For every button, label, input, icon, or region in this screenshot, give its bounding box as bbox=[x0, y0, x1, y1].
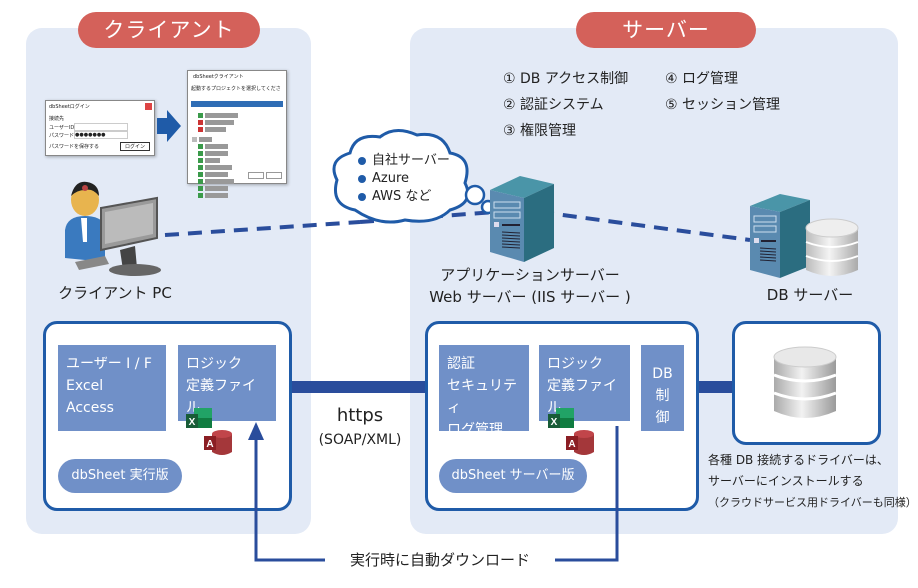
login-field-password: パスワード bbox=[49, 133, 75, 139]
ui-block-line: Access bbox=[66, 400, 114, 416]
driver-note-line: （クラウドサービス用ドライバーも同様） bbox=[708, 496, 917, 509]
close-icon bbox=[145, 103, 152, 110]
https-label: https bbox=[336, 405, 384, 426]
client-pc-label: クライアント PC bbox=[58, 284, 172, 302]
db-server-label: DB サーバー bbox=[766, 286, 854, 304]
logic-block-line: 定義ファイル bbox=[547, 378, 617, 416]
user-interface-block: ユーザー I / F Excel Access bbox=[58, 345, 166, 431]
logic-block-line: ロジック bbox=[547, 356, 603, 372]
app-server-label: アプリケーションサーバー Web サーバー (IIS サーバー ) bbox=[410, 264, 650, 308]
login-button: ログイン bbox=[119, 142, 150, 151]
server-logic-file-block: ロジック 定義ファイル bbox=[539, 345, 630, 421]
auth-block-line: セキュリティ bbox=[447, 378, 517, 416]
server-title: サーバー bbox=[576, 12, 756, 48]
excel-icon: X bbox=[189, 417, 196, 428]
login-save-checkbox: パスワードを保存する bbox=[49, 144, 100, 150]
login-password-input: ●●●●●●● bbox=[74, 131, 128, 139]
soap-xml-label: (SOAP/XML) bbox=[318, 432, 402, 448]
project-window-title: dbSheetクライアント bbox=[193, 74, 244, 80]
feature-db-access-control: ① DB アクセス制御 bbox=[503, 71, 629, 87]
dbsheet-server-pill: dbSheet サーバー版 bbox=[439, 459, 587, 493]
driver-note-line: 各種 DB 接続するドライバーは、 bbox=[708, 453, 889, 467]
login-field-user: ユーザーID bbox=[49, 125, 75, 131]
app-server-label-line1: アプリケーションサーバー bbox=[440, 266, 620, 284]
arrow-right-icon bbox=[157, 110, 181, 142]
project-close-button bbox=[266, 172, 282, 179]
auth-block-line: 認証 bbox=[447, 356, 475, 372]
project-window-screenshot: dbSheetクライアント 起動するプロジェクトを選択してください bbox=[187, 70, 287, 198]
db-control-block: DB 制御 bbox=[641, 345, 684, 431]
logic-block-line: ロジック bbox=[186, 356, 242, 372]
cloud-item-own-server: 自社サーバー bbox=[358, 152, 450, 170]
db-connector bbox=[697, 381, 733, 393]
driver-note-line: サーバーにインストールする bbox=[708, 474, 864, 488]
db-server-icon bbox=[750, 194, 859, 278]
auth-security-log-block: 認証 セキュリティ ログ管理 bbox=[439, 345, 529, 438]
excel-access-icons-client: X A bbox=[186, 408, 232, 455]
feature-auth-system: ② 認証システム bbox=[503, 97, 604, 113]
feature-permission-mgmt: ③ 権限管理 bbox=[503, 123, 577, 139]
app-server-label-line2: Web サーバー (IIS サーバー ) bbox=[429, 288, 631, 306]
app-server-icon bbox=[490, 176, 554, 262]
auto-download-label: 実行時に自動ダウンロード bbox=[349, 551, 530, 569]
driver-note: 各種 DB 接続するドライバーは、 サーバーにインストールする （クラウドサービ… bbox=[708, 450, 917, 513]
login-dialog-title: dbSheetログイン bbox=[49, 104, 90, 110]
project-ok-button bbox=[248, 172, 264, 179]
login-dialog-screenshot: dbSheetログイン 接続先 ユーザーID パスワード ●●●●●●● パスワ… bbox=[45, 100, 155, 156]
arrow-up-icon bbox=[248, 422, 264, 440]
database-icon bbox=[773, 346, 837, 418]
ui-block-line: Excel bbox=[66, 378, 104, 394]
client-pc-user-icon bbox=[65, 181, 161, 276]
feature-session-mgmt: ⑤ セッション管理 bbox=[665, 97, 781, 113]
ui-block-line: ユーザー I / F bbox=[66, 356, 152, 372]
db-control-line: 制御 bbox=[655, 388, 670, 426]
access-icon: A bbox=[568, 439, 575, 450]
dbsheet-runtime-pill: dbSheet 実行版 bbox=[58, 459, 182, 493]
cloud-item-azure: Azure bbox=[358, 170, 450, 188]
client-title: クライアント bbox=[78, 12, 260, 48]
access-icon: A bbox=[206, 439, 213, 450]
project-window-prompt: 起動するプロジェクトを選択してください bbox=[191, 86, 281, 92]
feature-log-mgmt: ④ ログ管理 bbox=[665, 71, 739, 87]
https-connector bbox=[292, 381, 426, 393]
cloud-item-aws: AWS など bbox=[358, 188, 450, 206]
excel-icon: X bbox=[551, 417, 558, 428]
project-tree bbox=[192, 111, 278, 200]
cloud-hosting-list: 自社サーバー Azure AWS など bbox=[358, 152, 450, 206]
login-user-input bbox=[74, 123, 128, 131]
auth-block-line: ログ管理 bbox=[447, 422, 503, 438]
project-tree-selected bbox=[191, 101, 283, 107]
db-control-line: DB bbox=[652, 366, 673, 382]
login-field-server: 接続先 bbox=[49, 116, 65, 122]
excel-access-icons-server: X A bbox=[548, 408, 594, 455]
